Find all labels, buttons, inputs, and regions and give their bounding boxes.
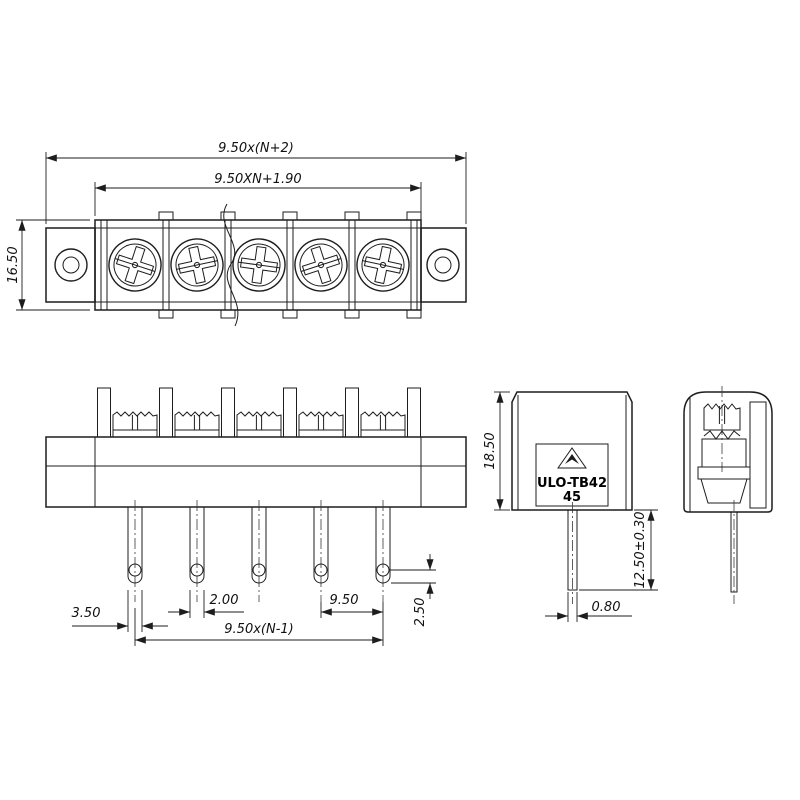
terminal-screw bbox=[228, 234, 290, 296]
separator-tab bbox=[406, 211, 422, 221]
right-mount-flange bbox=[420, 227, 467, 303]
dim-text-pin-length: 12.50±0.30 bbox=[633, 511, 648, 588]
clamp-body bbox=[701, 438, 747, 468]
clamp-screw bbox=[236, 411, 282, 438]
section-housing bbox=[683, 391, 773, 513]
separator-wall bbox=[97, 387, 111, 438]
left-mount-flange bbox=[45, 227, 96, 303]
front-body bbox=[45, 436, 467, 508]
housing-hatched-wall bbox=[749, 401, 767, 509]
wire-saddle bbox=[700, 478, 748, 504]
separator-wall bbox=[407, 387, 421, 438]
separator-wall bbox=[283, 387, 297, 438]
dim-text-side-height: 18.50 bbox=[483, 432, 498, 469]
dim-pin-offset: 3.50 bbox=[72, 590, 168, 632]
solder-pin bbox=[127, 499, 143, 603]
clamp-screw bbox=[360, 411, 406, 438]
side-view: ULO-TB42 45 18.50 12.50±0.30 0.80 bbox=[483, 391, 658, 622]
side-pin bbox=[567, 509, 578, 591]
side-body-lines bbox=[517, 395, 627, 510]
dim-text-overall-width: 9.50x(N+2) bbox=[218, 141, 294, 156]
separator-tab bbox=[220, 211, 236, 221]
mounting-hole bbox=[426, 248, 460, 282]
clamp-plate bbox=[697, 466, 751, 480]
separator-tab bbox=[282, 309, 298, 319]
dim-pin-thickness: 0.80 bbox=[545, 592, 632, 622]
dim-text-terminal-span: 9.50XN+1.90 bbox=[214, 172, 301, 187]
dim-text-pin-thickness: 0.80 bbox=[592, 600, 621, 615]
dim-pin-length: 12.50±0.30 bbox=[579, 509, 658, 591]
separator-tab bbox=[344, 309, 360, 319]
label-plate bbox=[535, 443, 609, 507]
top-view-rails bbox=[95, 227, 421, 303]
dim-pin-span: 9.50x(N-1) bbox=[134, 608, 384, 646]
clamp-screw bbox=[298, 411, 344, 438]
separator-tab bbox=[220, 309, 236, 319]
separator-tab bbox=[282, 211, 298, 221]
clamp-screw bbox=[174, 411, 220, 438]
dim-overall-width: 9.50x(N+2) bbox=[45, 141, 467, 224]
terminal-screw bbox=[287, 231, 355, 299]
dim-text-pitch: 9.50 bbox=[330, 593, 359, 608]
solder-pin bbox=[251, 499, 267, 603]
dim-body-height-top: 16.50 bbox=[6, 219, 90, 311]
front-body-lines bbox=[46, 437, 466, 507]
dim-text-pin-span: 9.50x(N-1) bbox=[224, 622, 293, 637]
top-view: 9.50x(N+2) 9.50XN+1.90 16.50 bbox=[6, 141, 467, 327]
front-view: 3.50 2.00 9.50 9.50x(N-1) 2.50 bbox=[45, 387, 467, 646]
dim-text-height: 16.50 bbox=[6, 246, 21, 283]
dim-text-pin-width: 2.00 bbox=[210, 593, 239, 608]
separator-tab bbox=[158, 309, 174, 319]
dim-terminal-span: 9.50XN+1.90 bbox=[94, 172, 422, 216]
section-screw bbox=[703, 403, 741, 440]
separator-wall bbox=[345, 387, 359, 438]
terminal-screw bbox=[165, 233, 229, 297]
section-pin bbox=[730, 511, 738, 593]
terminal-screw bbox=[101, 231, 169, 299]
dim-text-pin-offset: 3.50 bbox=[72, 606, 101, 621]
solder-pin bbox=[313, 499, 329, 603]
separator-tab bbox=[344, 211, 360, 221]
separator-tab bbox=[406, 309, 422, 319]
dim-side-height: 18.50 bbox=[483, 391, 510, 511]
dim-pitch: 9.50 bbox=[320, 593, 384, 618]
dim-pin-width: 2.00 bbox=[168, 590, 244, 618]
cell-separators bbox=[100, 220, 418, 310]
solder-pin bbox=[189, 499, 205, 603]
part-model-text: ULO-TB42 bbox=[537, 476, 607, 491]
terminal-screw bbox=[351, 233, 415, 297]
side-body bbox=[511, 391, 633, 511]
separator-wall bbox=[221, 387, 235, 438]
part-code-text: 45 bbox=[563, 490, 581, 505]
dim-text-hole-offset: 2.50 bbox=[413, 598, 428, 627]
mounting-hole bbox=[54, 248, 88, 282]
clamp-screw bbox=[112, 411, 158, 438]
separator-tab bbox=[158, 211, 174, 221]
section-view bbox=[683, 386, 773, 604]
solder-pin bbox=[375, 499, 391, 603]
break-line bbox=[223, 203, 239, 327]
separator-wall bbox=[159, 387, 173, 438]
brand-logo bbox=[557, 447, 587, 469]
dim-hole-offset: 2.50 bbox=[390, 554, 436, 626]
